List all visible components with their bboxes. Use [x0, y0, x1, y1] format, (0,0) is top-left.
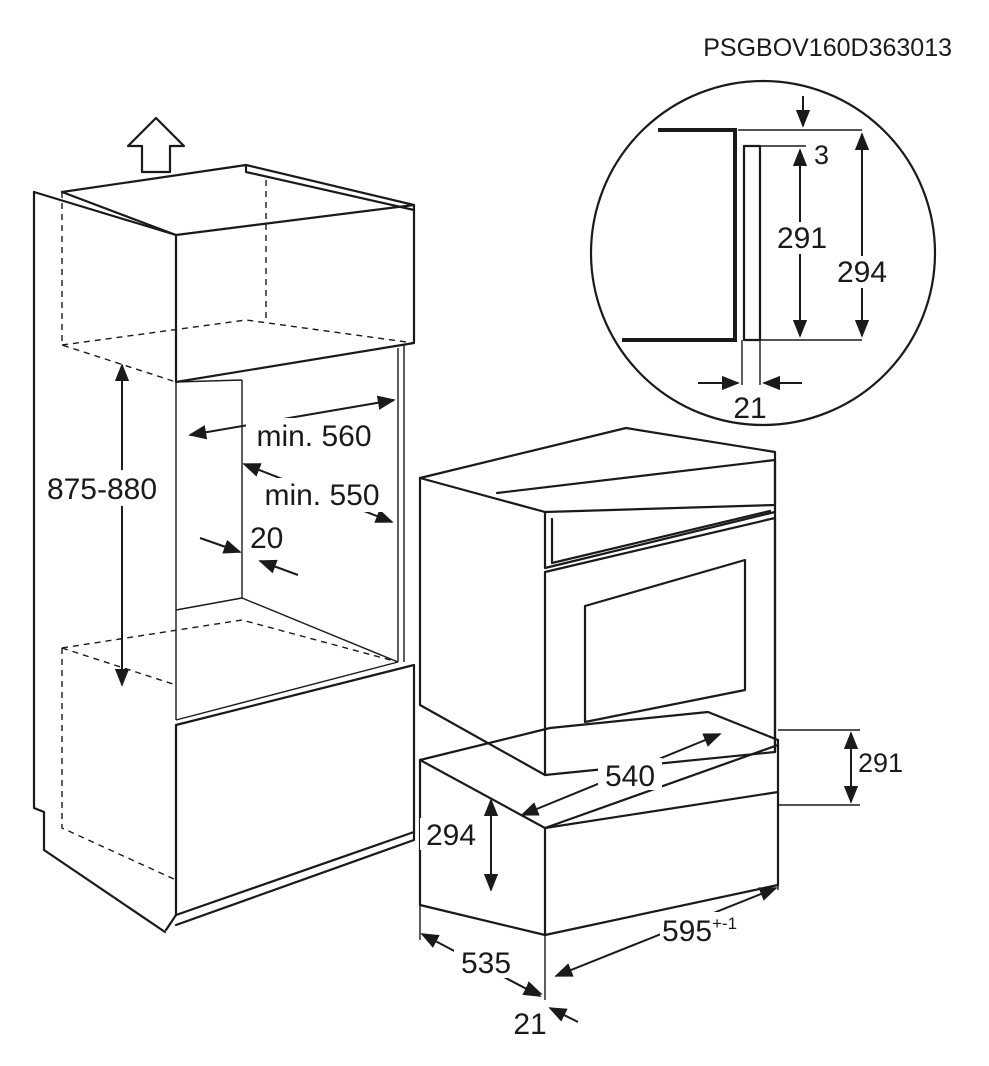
- up-arrow-icon: [126, 116, 186, 174]
- model-code: PSGBOV160D363013: [703, 34, 952, 62]
- min-depth-label: min. 550: [264, 479, 379, 512]
- drawer-height-right-label: 291: [858, 748, 903, 778]
- min-width-dimension: [188, 395, 396, 440]
- drawer-height-left-label: 294: [426, 819, 476, 852]
- cabinet-height-label: 875-880: [47, 473, 157, 506]
- detail-thickness-label: 21: [733, 392, 766, 425]
- cabinet: [32, 163, 416, 934]
- detail-outer-height-text: 294: [837, 256, 887, 289]
- drawer-depth-top-label: 540: [605, 760, 655, 793]
- detail-top-gap-label: 3: [814, 140, 829, 170]
- gap-label: 20: [250, 522, 283, 555]
- drawer-depth-bottom-label: 535: [461, 947, 511, 980]
- detail-inner-height-label: 291: [777, 222, 827, 255]
- drawer-width-label: 595+-1: [662, 914, 737, 948]
- min-width-label: min. 560: [256, 420, 371, 453]
- oven: [418, 426, 777, 777]
- detail-view: [589, 79, 937, 427]
- drawer-front-thickness-label: 21: [513, 1008, 546, 1041]
